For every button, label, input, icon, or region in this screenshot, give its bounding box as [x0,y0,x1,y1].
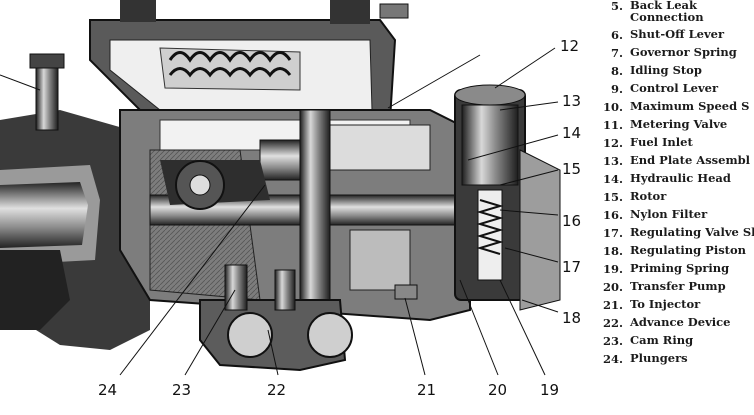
drive-end-housing [0,53,150,350]
legend-number: 9. [610,82,623,96]
legend-item: 19. Priming Spring [583,260,754,278]
legend-number: 7. [610,46,623,60]
legend-item: 7. Governor Spring [583,44,754,62]
legend-label: Regulating Valve Sleeve [630,225,754,239]
legend-number: 14. [602,172,623,186]
legend-item: 14. Hydraulic Head [583,170,754,188]
legend-item: 23. Cam Ring [583,332,754,350]
legend-label: Shut-Off Lever [630,27,725,41]
legend-label: Nylon Filter [630,207,708,221]
callout-14: 14 [562,124,582,142]
callout-22: 22 [267,381,287,399]
legend-label: To Injector [630,297,701,311]
legend-label: Back Leak Connection [630,0,704,24]
legend-number: 5. [610,0,623,13]
legend-number: 22. [602,316,623,330]
pump-cutaway-illustration [0,0,561,376]
legend-label: Maximum Speed S [630,99,750,113]
callout-16: 16 [562,212,582,230]
legend-number: 10. [602,100,623,114]
legend-label: Plungers [630,351,688,365]
legend-label: Regulating Piston [630,243,747,257]
legend-item: 20. Transfer Pump [583,278,754,296]
legend-item: 17. Regulating Valve Sleeve [583,224,754,242]
end-plate-assembly [454,84,561,311]
legend-label: Transfer Pump [630,279,726,293]
legend-label: Fuel Inlet [630,135,693,149]
legend-label: Control Lever [630,81,719,95]
parts-legend: 5.Back Leak Connection 6.Shut-Off Lever … [583,0,754,368]
callout-13: 13 [562,92,582,110]
legend-label: Cam Ring [630,333,694,347]
callout-23: 23 [172,381,192,399]
legend-item: 9. Control Lever [583,80,754,98]
legend-label: Hydraulic Head [630,171,731,185]
legend-item: 6. Shut-Off Lever [583,26,754,44]
callout-18: 18 [562,309,582,327]
legend-item: 16. Nylon Filter [583,206,754,224]
callout-15: 15 [562,160,582,178]
legend-number: 8. [610,64,623,78]
legend-number: 23. [602,334,623,348]
legend-item: 11. Metering Valve [583,116,754,134]
legend-label: Rotor [630,189,667,203]
legend-number: 17. [602,226,623,240]
legend-label: Governor Spring [630,45,737,59]
legend-number: 19. [602,262,623,276]
legend-number: 6. [610,28,623,42]
callout-12: 12 [560,37,580,55]
advance-device [199,264,418,372]
legend-number: 11. [602,118,623,132]
legend-item: 24. Plungers [583,350,754,368]
legend-item: 8. Idling Stop [583,62,754,80]
leader-lines [0,47,559,376]
legend-label: Idling Stop [630,63,702,77]
legend-label: End Plate Assembl [630,153,751,167]
callout-17: 17 [562,258,582,276]
pump-main-body [119,109,471,341]
legend-item: 13. End Plate Assembl [583,152,754,170]
legend-item: 22. Advance Device [583,314,754,332]
legend-item: 5. Back Leak Connection [583,0,754,26]
legend-number: 12. [602,136,623,150]
legend-number: 15. [602,190,623,204]
legend-number: 20. [602,280,623,294]
legend-label: Metering Valve [630,117,728,131]
legend-number: 24. [602,352,623,366]
callout-21: 21 [417,381,437,399]
legend-item: 12. Fuel Inlet [583,134,754,152]
legend-item: 15. Rotor [583,188,754,206]
legend-label: Priming Spring [630,261,730,275]
callout-20: 20 [488,381,508,399]
legend-item: 18. Regulating Piston [583,242,754,260]
legend-number: 21. [602,298,623,312]
legend-number: 13. [602,154,623,168]
callout-24: 24 [98,381,118,399]
governor-housing [89,0,409,121]
legend-number: 18. [602,244,623,258]
legend-number: 16. [602,208,623,222]
legend-label: Advance Device [630,315,731,329]
callout-19: 19 [540,381,560,399]
legend-item: 21. To Injector [583,296,754,314]
legend-item: 10. Maximum Speed S [583,98,754,116]
